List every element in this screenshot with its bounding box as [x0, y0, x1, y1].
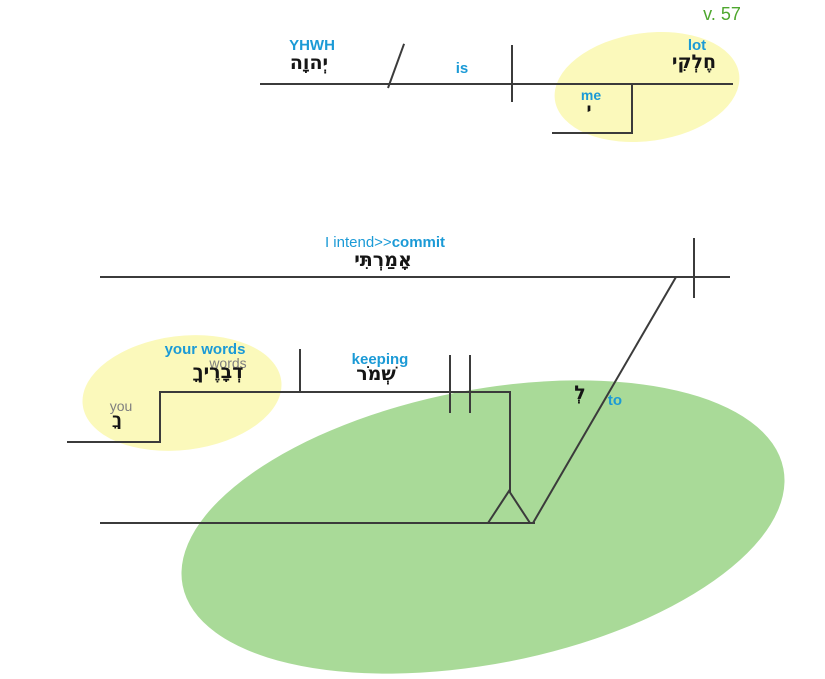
clause2-verb-gloss: I intend>>commit — [324, 234, 446, 252]
infinitive-baseline — [159, 391, 511, 393]
pedestal-triangle — [487, 489, 531, 524]
clause1-suffix-hook-vertical — [631, 84, 633, 134]
infinitive-verb-hebrew: שְׁמֹר — [356, 363, 396, 385]
object-suffix-hebrew: ךָ — [112, 410, 122, 430]
clause2-verb-gloss-commit: commit — [391, 234, 446, 251]
infinitive-verb-gloss: keeping — [351, 351, 409, 368]
clause1-subject-hebrew: יְהוָה — [289, 52, 329, 74]
infinitive-lower-baseline — [100, 522, 535, 524]
clause1-subject-slash — [387, 43, 406, 89]
infinitive-object-hebrew: דְבָרֶיךָ — [192, 361, 244, 383]
verse-reference: v. 57 — [703, 4, 741, 24]
infinitive-pedestal-vertical — [509, 391, 511, 492]
object-suffix-gloss: you — [109, 398, 133, 414]
preposition-hebrew: לְ — [574, 382, 586, 404]
clause2-verb-hebrew: אָמַרְתִּי — [354, 249, 412, 271]
clause1-complement-gloss: lot — [687, 37, 707, 54]
clause1-complement-divider — [511, 45, 513, 102]
infinitive-object-literal: words — [209, 355, 247, 371]
clause2-baseline — [100, 276, 730, 278]
clause1-suffix-hook-shelf — [552, 132, 633, 134]
clause1-suffix-hebrew: י — [586, 100, 592, 120]
clause2-divider — [693, 238, 695, 298]
infinitive-object-divider — [299, 349, 301, 393]
clause1-baseline — [260, 83, 733, 85]
clause1-suffix-gloss: me — [580, 87, 602, 103]
clause1-subject-gloss: YHWH — [289, 37, 335, 54]
clause1-verb-gloss: is — [455, 60, 469, 77]
object-suffix-step-shelf — [67, 441, 161, 443]
clause2-verb-gloss-intent: I intend>> — [324, 234, 392, 251]
clause1-complement-hebrew: חֶלְקִי — [671, 51, 717, 73]
preposition-gloss: to — [607, 392, 623, 409]
infinitive-double-bar-2 — [469, 355, 471, 413]
object-suffix-step-vertical — [159, 392, 161, 443]
infinitive-double-bar-1 — [449, 355, 451, 413]
infinitive-object-gloss: your words — [164, 341, 246, 358]
